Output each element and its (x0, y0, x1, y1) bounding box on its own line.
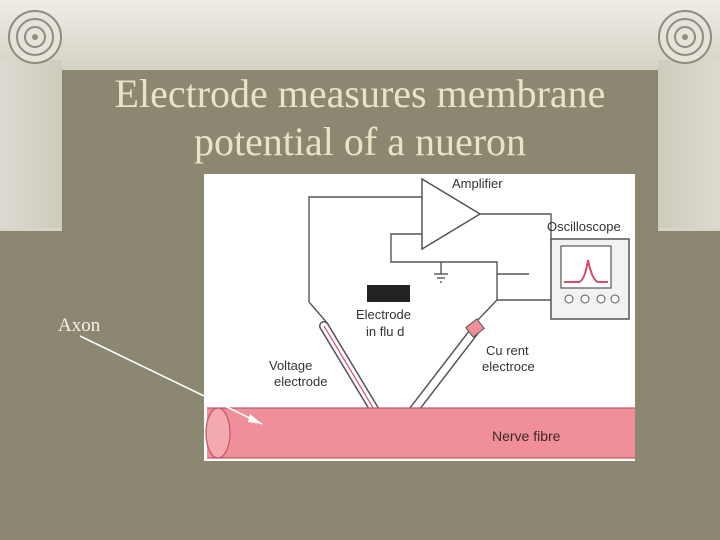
column-capital-top (0, 0, 720, 70)
voltage-electrode-label-2: electrode (274, 374, 327, 389)
fluid-electrode-block (367, 285, 410, 302)
scope-knob-1 (564, 294, 574, 304)
action-potential-trace (564, 259, 608, 283)
ground-symbol (434, 273, 448, 283)
electrode-diagram: Amplifier Oscilloscope Electrode in flu (204, 174, 635, 461)
column-right (658, 60, 720, 230)
scroll-ornament-right-icon (658, 10, 712, 64)
column-left (0, 60, 62, 230)
nerve-fibre-cut-end (205, 407, 231, 459)
voltage-electrode-label-1: Voltage (269, 358, 312, 373)
slide-title: Electrode measures membrane potential of… (60, 70, 660, 166)
title-line-2: potential of a nueron (193, 119, 527, 164)
nerve-fibre-label: Nerve fibre (492, 428, 561, 444)
nerve-fibre (207, 408, 635, 458)
oscilloscope-label: Oscilloscope (547, 219, 621, 234)
electrode-fluid-label-2: in flu d (366, 324, 404, 339)
voltage-electrode-wire (323, 325, 382, 422)
electrode-fluid-label-1: Electrode (356, 307, 411, 322)
scope-knob-2 (580, 294, 590, 304)
amplifier-label: Amplifier (452, 176, 503, 191)
current-electrode-tip-cap (465, 318, 485, 338)
current-electrode-label-2: electroce (482, 359, 535, 374)
title-line-1: Electrode measures membrane (114, 71, 606, 116)
scroll-ornament-left-icon (8, 10, 62, 64)
column-right-base (658, 228, 720, 231)
scope-knob-4 (610, 294, 620, 304)
amplifier-triangle (421, 177, 482, 251)
column-left-base (0, 228, 62, 231)
scope-knob-3 (596, 294, 606, 304)
current-electrode-label-1: Cu rent (486, 343, 529, 358)
axon-label: Axon (58, 315, 101, 336)
